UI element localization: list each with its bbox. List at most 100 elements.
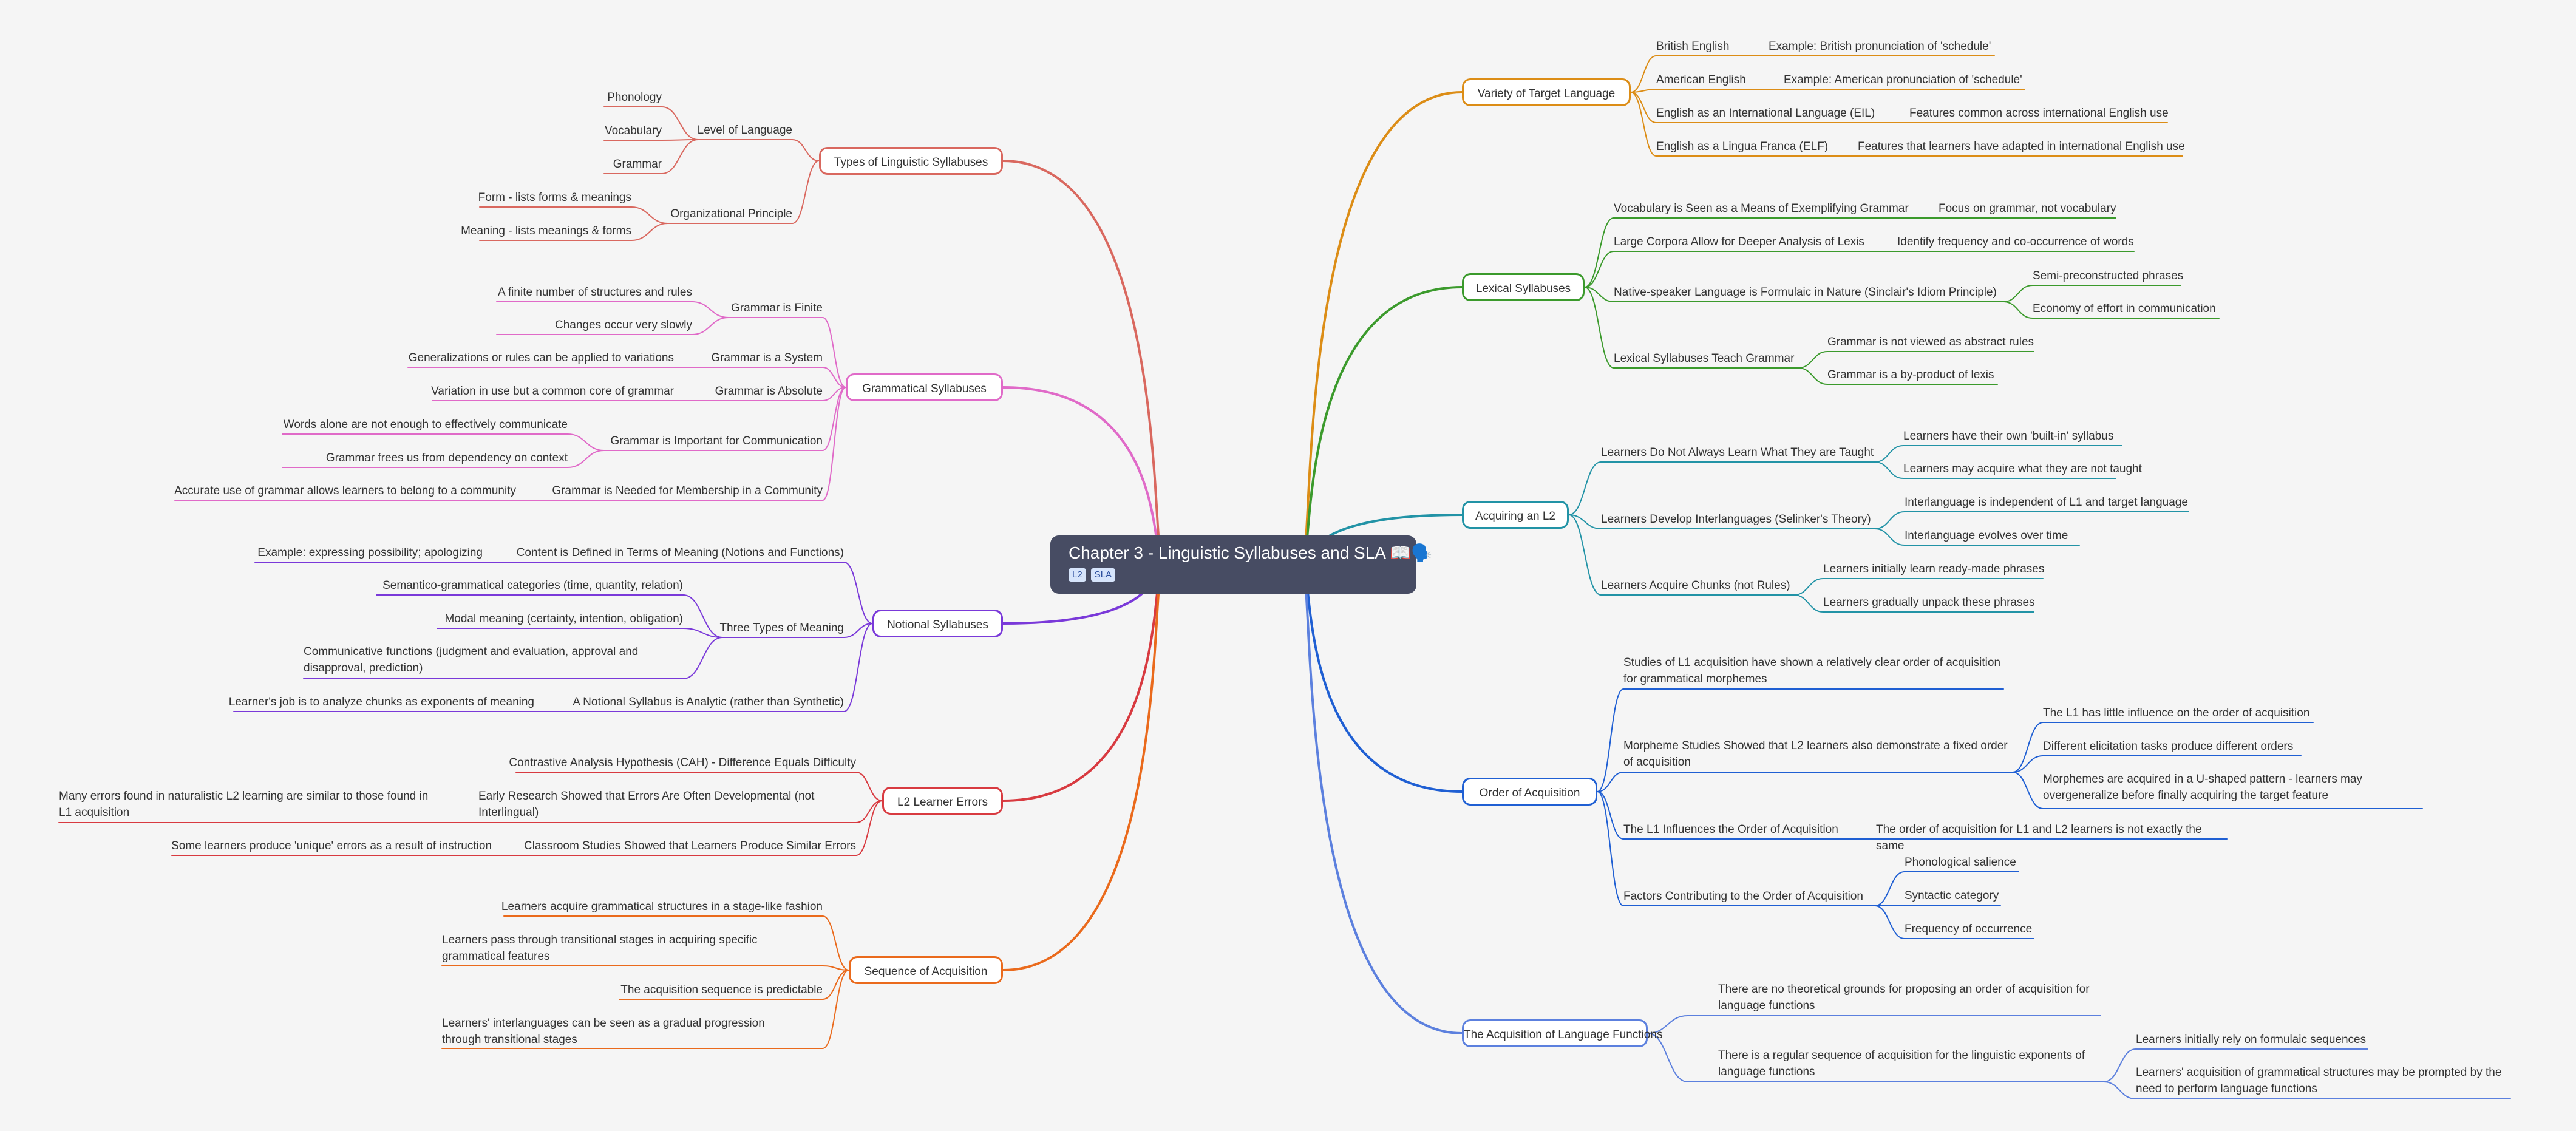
learners-job[interactable]: Learner's job is to analyze chunks as ex… [228,696,534,708]
studies-l1[interactable]: Studies of L1 acquisition have shown a r… [1623,656,2001,685]
lexical-teach-grammar[interactable]: Lexical Syllabuses Teach Grammar [1614,352,1795,365]
level-of-language[interactable]: Level of Language [697,124,792,137]
link-gram-1 [822,367,846,388]
link-regular-0 [2103,1048,2136,1082]
link-var-0 [1630,55,1657,93]
phonology[interactable]: Phonology [607,91,662,104]
vocabulary-means[interactable]: Vocabulary is Seen as a Means of Exempli… [1614,202,1909,215]
link-not-content [843,562,873,624]
link-root-order [1301,563,1463,793]
classroom-studies[interactable]: Classroom Studies Showed that Learners P… [523,840,856,852]
interlanguage-evolves[interactable]: Interlanguage evolves over time [1905,529,2068,542]
semantico-grammatical[interactable]: Semantico-grammatical categories (time, … [382,579,683,592]
syntactic-category[interactable]: Syntactic category [1905,889,1999,902]
link-dont-0 [1874,445,1904,463]
frequency-of-occurrence[interactable]: Frequency of occurrence [1905,923,2033,936]
interlanguage-independent[interactable]: Interlanguage is independent of L1 and t… [1905,496,2188,509]
types-of-linguistic-syllabuses[interactable]: Types of Linguistic Syllabuses [819,147,1003,175]
grammar-is-finite[interactable]: Grammar is Finite [731,302,823,314]
early-research[interactable]: Early Research Showed that Errors Are Of… [478,790,815,819]
variation-in-use[interactable]: Variation in use but a common core of gr… [431,385,674,398]
learners-do-not-learn[interactable]: Learners Do Not Always Learn What They a… [1601,446,1874,459]
british-example[interactable]: Example: British pronunciation of 'sched… [1769,40,1991,53]
unique-errors[interactable]: Some learners produce 'unique' errors as… [171,840,492,852]
eil-features[interactable]: Features common across international Eng… [1909,107,2169,120]
economy-of-effort[interactable]: Economy of effort in communication [2033,302,2216,315]
large-corpora[interactable]: Large Corpora Allow for Deeper Analysis … [1614,236,1864,248]
vocabulary[interactable]: Vocabulary [604,124,662,137]
notional-analytic[interactable]: A Notional Syllabus is Analytic (rather … [573,696,844,708]
british-english[interactable]: British English [1656,40,1730,53]
communicative-functions[interactable]: Communicative functions (judgment and ev… [304,645,639,674]
content-defined[interactable]: Content is Defined in Terms of Meaning (… [516,546,844,559]
l1-influences-order[interactable]: The L1 Influences the Order of Acquisiti… [1623,823,1838,836]
root-topic[interactable]: Chapter 3 - Linguistic Syllabuses and SL… [1050,535,1432,594]
american-example[interactable]: Example: American pronunciation of 'sche… [1784,73,2022,86]
not-abstract-rules[interactable]: Grammar is not viewed as abstract rules [1827,336,2034,348]
link-lex-0 [1584,217,1614,288]
link-teach-0 [1798,351,1828,369]
notional-syllabuses[interactable]: Notional Syllabuses [872,610,1003,637]
sequence-of-acquisition[interactable]: Sequence of Acquisition [849,956,1003,984]
semi-preconstructed[interactable]: Semi-preconstructed phrases [2033,270,2184,282]
order-of-acquisition[interactable]: Order of Acquisition [1462,778,1597,806]
accurate-use[interactable]: Accurate use of grammar allows learners … [174,484,516,497]
phonological-salience[interactable]: Phonological salience [1905,856,2016,869]
link-root-types [1002,160,1164,566]
predictable[interactable]: The acquisition sequence is predictable [620,983,823,996]
by-product-lexis[interactable]: Grammar is a by-product of lexis [1827,369,1994,381]
l1-little-influence[interactable]: The L1 has little influence on the order… [2043,707,2310,719]
grammar-is-absolute[interactable]: Grammar is Absolute [715,385,823,398]
meaning-lists[interactable]: Meaning - lists meanings & forms [461,225,631,237]
variety-of-target-language[interactable]: Variety of Target Language [1462,78,1631,106]
grammar-important-communication[interactable]: Grammar is Important for Communication [610,435,823,447]
acquire-chunks[interactable]: Learners Acquire Chunks (not Rules) [1601,579,1790,592]
identify-frequency[interactable]: Identify frequency and co-occurrence of … [1897,236,2134,248]
no-theoretical-grounds[interactable]: There are no theoretical grounds for pro… [1718,983,2090,1012]
modal-meaning[interactable]: Modal meaning (certainty, intention, obl… [444,613,683,625]
transitional-stages[interactable]: Learners pass through transitional stage… [442,934,758,963]
grammar-frees[interactable]: Grammar frees us from dependency on cont… [325,452,568,464]
prompted-by-need[interactable]: Learners' acquisition of grammatical str… [2136,1066,2502,1095]
built-in-syllabus[interactable]: Learners have their own 'built-in' sylla… [1903,430,2114,443]
example-possibility[interactable]: Example: expressing possibility; apologi… [257,546,483,559]
formulaic-sequences[interactable]: Learners initially rely on formulaic seq… [2136,1033,2367,1046]
changes-slowly[interactable]: Changes occur very slowly [555,319,692,331]
american-english[interactable]: American English [1656,73,1746,86]
unpack-phrases[interactable]: Learners gradually unpack these phrases [1823,596,2035,609]
focus-on-grammar[interactable]: Focus on grammar, not vocabulary [1939,202,2116,215]
ready-made-phrases[interactable]: Learners initially learn ready-made phra… [1823,563,2045,576]
gradual-progression[interactable]: Learners' interlanguages can be seen as … [442,1017,765,1046]
lexical-syllabuses[interactable]: Lexical Syllabuses [1462,273,1585,301]
cah[interactable]: Contrastive Analysis Hypothesis (CAH) - … [509,756,856,769]
acquiring-an-l2[interactable]: Acquiring an L2 [1462,501,1569,529]
regular-sequence[interactable]: There is a regular sequence of acquisiti… [1718,1049,2085,1078]
generalizations[interactable]: Generalizations or rules can be applied … [408,352,674,364]
words-alone[interactable]: Words alone are not enough to effectivel… [283,418,568,431]
elicitation-tasks[interactable]: Different elicitation tasks produce diff… [2043,740,2294,753]
elf-features[interactable]: Features that learners have adapted in i… [1858,140,2185,153]
grammar-membership[interactable]: Grammar is Needed for Membership in a Co… [552,484,823,497]
many-errors[interactable]: Many errors found in naturalistic L2 lea… [59,790,429,819]
grammar[interactable]: Grammar [613,158,662,171]
native-speaker-formulaic[interactable]: Native-speaker Language is Formulaic in … [1614,286,1997,299]
not-exactly-same[interactable]: The order of acquisition for L1 and L2 l… [1876,823,2202,852]
eil[interactable]: English as an International Language (EI… [1656,107,1875,120]
link-err-class [855,800,883,856]
l2-learner-errors[interactable]: L2 Learner Errors [882,787,1003,815]
morpheme-studies[interactable]: Morpheme Studies Showed that L2 learners… [1623,739,2008,769]
grammar-is-a-system[interactable]: Grammar is a System [711,352,823,364]
u-shaped-pattern[interactable]: Morphemes are acquired in a U-shaped pat… [2043,773,2362,802]
link-not-three [843,623,873,638]
acquire-not-taught[interactable]: Learners may acquire what they are not t… [1903,463,2142,475]
three-types-of-meaning[interactable]: Three Types of Meaning [719,622,844,634]
stage-like[interactable]: Learners acquire grammatical structures … [501,900,823,913]
form-lists[interactable]: Form - lists forms & meanings [478,191,631,204]
finite-structures[interactable]: A finite number of structures and rules [498,286,692,299]
factors-contributing[interactable]: Factors Contributing to the Order of Acq… [1623,890,1863,903]
acquisition-of-language-functions[interactable]: The Acquisition of Language Functions [1462,1019,1662,1047]
grammatical-syllabuses[interactable]: Grammatical Syllabuses [846,373,1003,401]
organizational-principle[interactable]: Organizational Principle [670,208,792,220]
develop-interlanguages[interactable]: Learners Develop Interlanguages (Selinke… [1601,513,1871,526]
elf[interactable]: English as a Lingua Franca (ELF) [1656,140,1829,153]
